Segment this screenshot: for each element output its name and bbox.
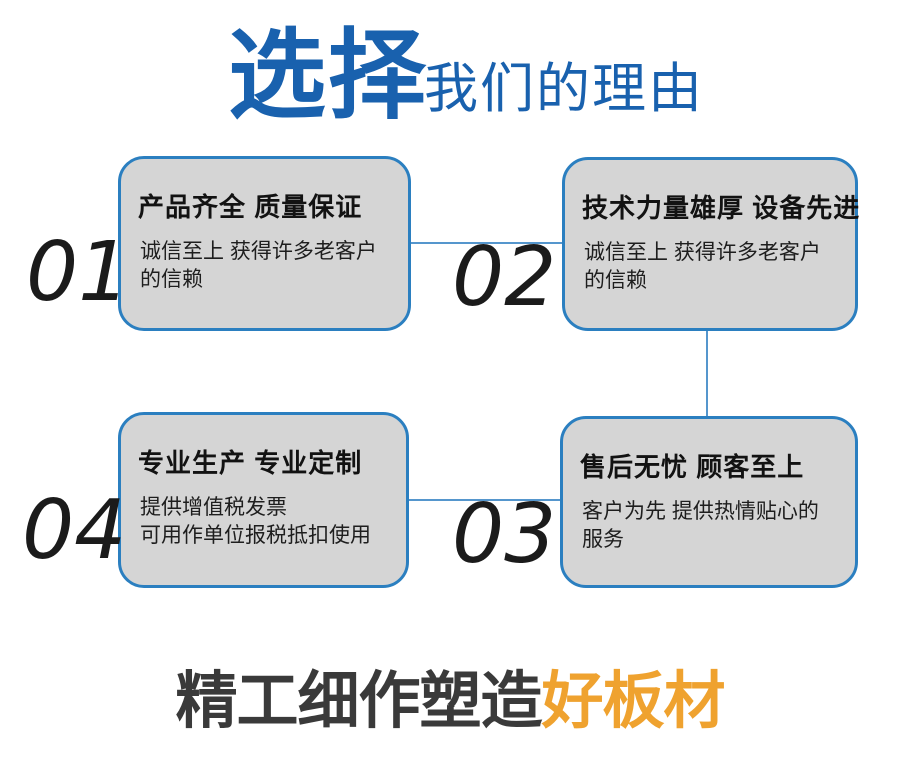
tagline-dark-text: 精工细作塑造 (175, 667, 542, 736)
reason-card-1: 产品齐全 质量保证 诚信至上 获得许多老客户 的信赖 (118, 156, 411, 331)
reason-card-2: 技术力量雄厚 设备先进 诚信至上 获得许多老客户 的信赖 (562, 157, 861, 331)
reason-card-3-heading: 售后无忧 顾客至上 (580, 452, 805, 482)
tagline-accent-text: 好板材 (541, 667, 726, 736)
reason-card-3-body: 客户为先 提供热情贴心的 服务 (582, 500, 819, 552)
reason-card-2-heading: 技术力量雄厚 设备先进 (582, 193, 861, 223)
reason-card-4-heading: 专业生产 专业定制 (138, 448, 363, 478)
connector-line-box4-box3 (409, 499, 560, 501)
step-number-03: 03 (452, 487, 557, 582)
step-number-01: 01 (26, 225, 131, 320)
connector-line-box1-box2 (411, 242, 562, 244)
reason-card-4: 专业生产 专业定制 提供增值税发票 可用作单位报税抵扣使用 (118, 412, 409, 588)
page-title-highlight: 选择 (228, 20, 429, 130)
step-number-02: 02 (452, 230, 557, 325)
reason-card-1-heading: 产品齐全 质量保证 (138, 192, 363, 222)
bottom-tagline: 精工细作塑造好板材 (0, 666, 900, 737)
reason-card-2-body: 诚信至上 获得许多老客户 的信赖 (584, 241, 821, 293)
reason-card-3: 售后无忧 顾客至上 客户为先 提供热情贴心的 服务 (560, 416, 858, 588)
step-number-04: 04 (22, 483, 127, 578)
reason-card-4-body: 提供增值税发票 可用作单位报税抵扣使用 (140, 496, 371, 548)
reason-card-1-body: 诚信至上 获得许多老客户 的信赖 (140, 240, 377, 292)
page-title-rest: 我们的理由 (424, 59, 704, 119)
connector-line-box2-box3 (706, 331, 708, 416)
